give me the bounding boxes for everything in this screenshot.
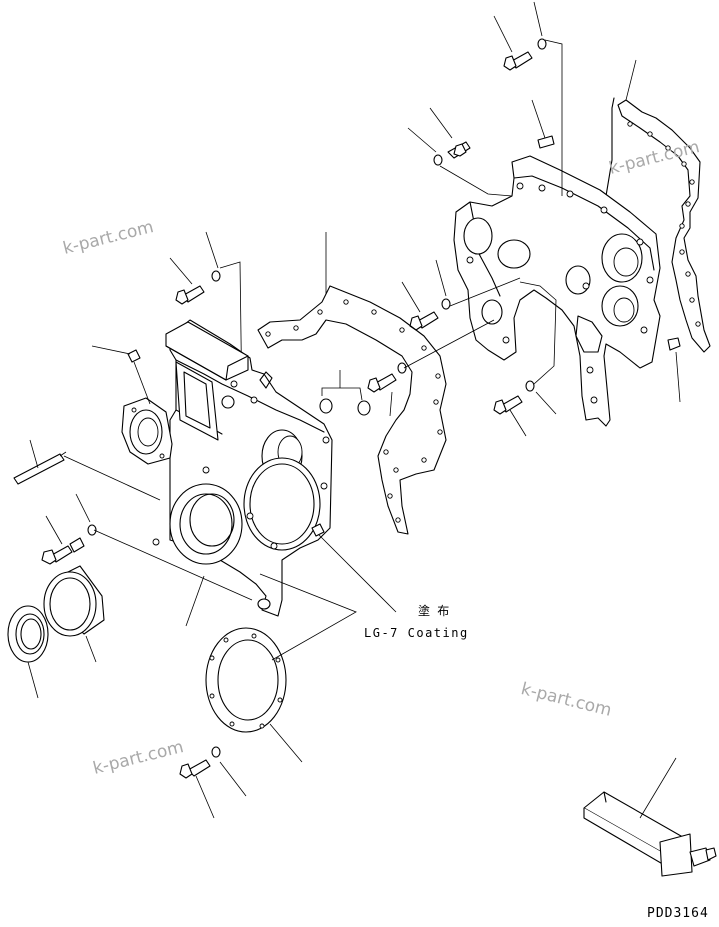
bolt-bottom <box>179 746 247 819</box>
bolt-lower-right <box>493 281 557 437</box>
installer-tool <box>583 757 717 877</box>
dowel-pin-right <box>667 337 681 403</box>
coating-leaders <box>259 523 397 661</box>
front-cover <box>152 319 333 617</box>
bolt-mid-1 <box>401 259 521 331</box>
coating-label-en: LG-7 Coating <box>364 626 469 640</box>
plugs <box>319 370 371 416</box>
oil-seal-large <box>43 565 105 663</box>
coating-label-jp: 塗 布 <box>418 604 450 618</box>
bolt-left-lower <box>41 493 253 601</box>
side-seal-plate <box>121 397 173 465</box>
seal-flange-ring <box>205 627 303 763</box>
plug-left <box>91 345 151 405</box>
center-gasket <box>257 232 447 535</box>
long-pin <box>13 439 161 501</box>
dowel-pin-top <box>531 99 555 149</box>
oil-seal-small <box>7 605 49 699</box>
bolt-mid-2 <box>367 319 495 417</box>
bolt-upper-mid <box>407 107 513 197</box>
timing-gear-housing <box>453 155 661 427</box>
right-gasket <box>605 59 711 353</box>
bolt-top <box>493 1 547 71</box>
drawing-code: PDD3164 <box>647 906 709 921</box>
